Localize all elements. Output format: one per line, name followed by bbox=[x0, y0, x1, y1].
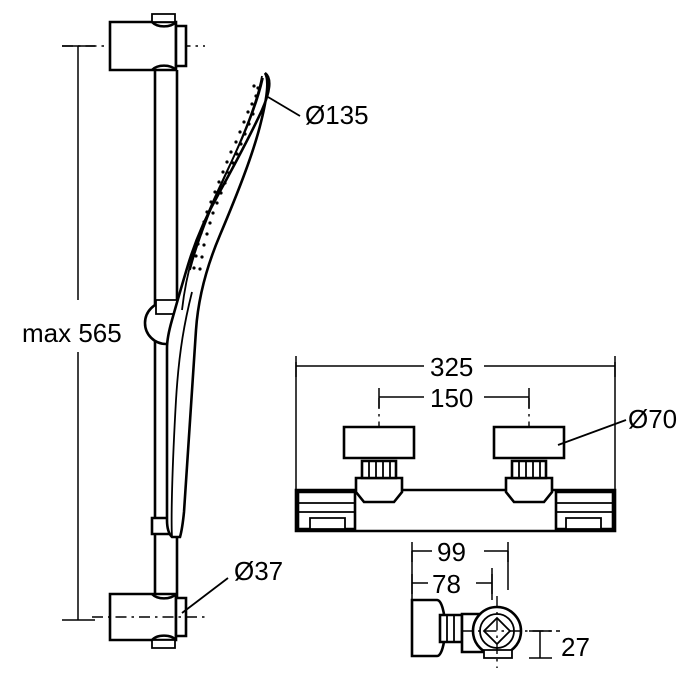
dimension-label-78: 78 bbox=[432, 569, 461, 599]
dimension-325: 325 bbox=[295, 352, 616, 500]
spray-nozzle-pattern bbox=[192, 84, 260, 271]
dimension-99: 99 bbox=[411, 537, 509, 567]
dimension-label-diameter-135: Ø135 bbox=[305, 100, 369, 130]
dimension-150: 150 bbox=[378, 383, 530, 413]
dimension-label-max-565: max 565 bbox=[22, 318, 122, 348]
dimension-27: 27 bbox=[529, 630, 590, 662]
right-end-cap bbox=[554, 490, 615, 531]
callout-diameter-135: Ø135 bbox=[267, 96, 369, 130]
union-nut bbox=[438, 613, 464, 644]
dimension-label-27: 27 bbox=[561, 632, 590, 662]
right-control-handle bbox=[492, 425, 566, 504]
bottom-wall-bracket bbox=[108, 592, 188, 649]
left-end-cap bbox=[296, 490, 357, 531]
bar-mixer-valve-view: 325 150 bbox=[294, 352, 677, 533]
dimension-label-diameter-37: Ø37 bbox=[234, 556, 283, 586]
callout-diameter-70: Ø70 bbox=[557, 404, 677, 446]
top-wall-bracket bbox=[108, 13, 188, 72]
dimension-label-diameter-70: Ø70 bbox=[628, 404, 677, 434]
dimension-label-99: 99 bbox=[437, 537, 466, 567]
dimension-label-150: 150 bbox=[430, 383, 473, 413]
dimension-label-325: 325 bbox=[430, 352, 473, 382]
callout-diameter-37: Ø37 bbox=[181, 556, 283, 614]
dimension-78: 78 bbox=[411, 569, 493, 599]
left-control-handle bbox=[342, 425, 416, 504]
dimension-max-565: max 565 bbox=[22, 45, 122, 621]
shower-handset bbox=[165, 71, 271, 539]
shower-rail-assembly-view: max 565 bbox=[22, 13, 369, 649]
wall-elbow-view: 99 78 bbox=[410, 537, 590, 668]
